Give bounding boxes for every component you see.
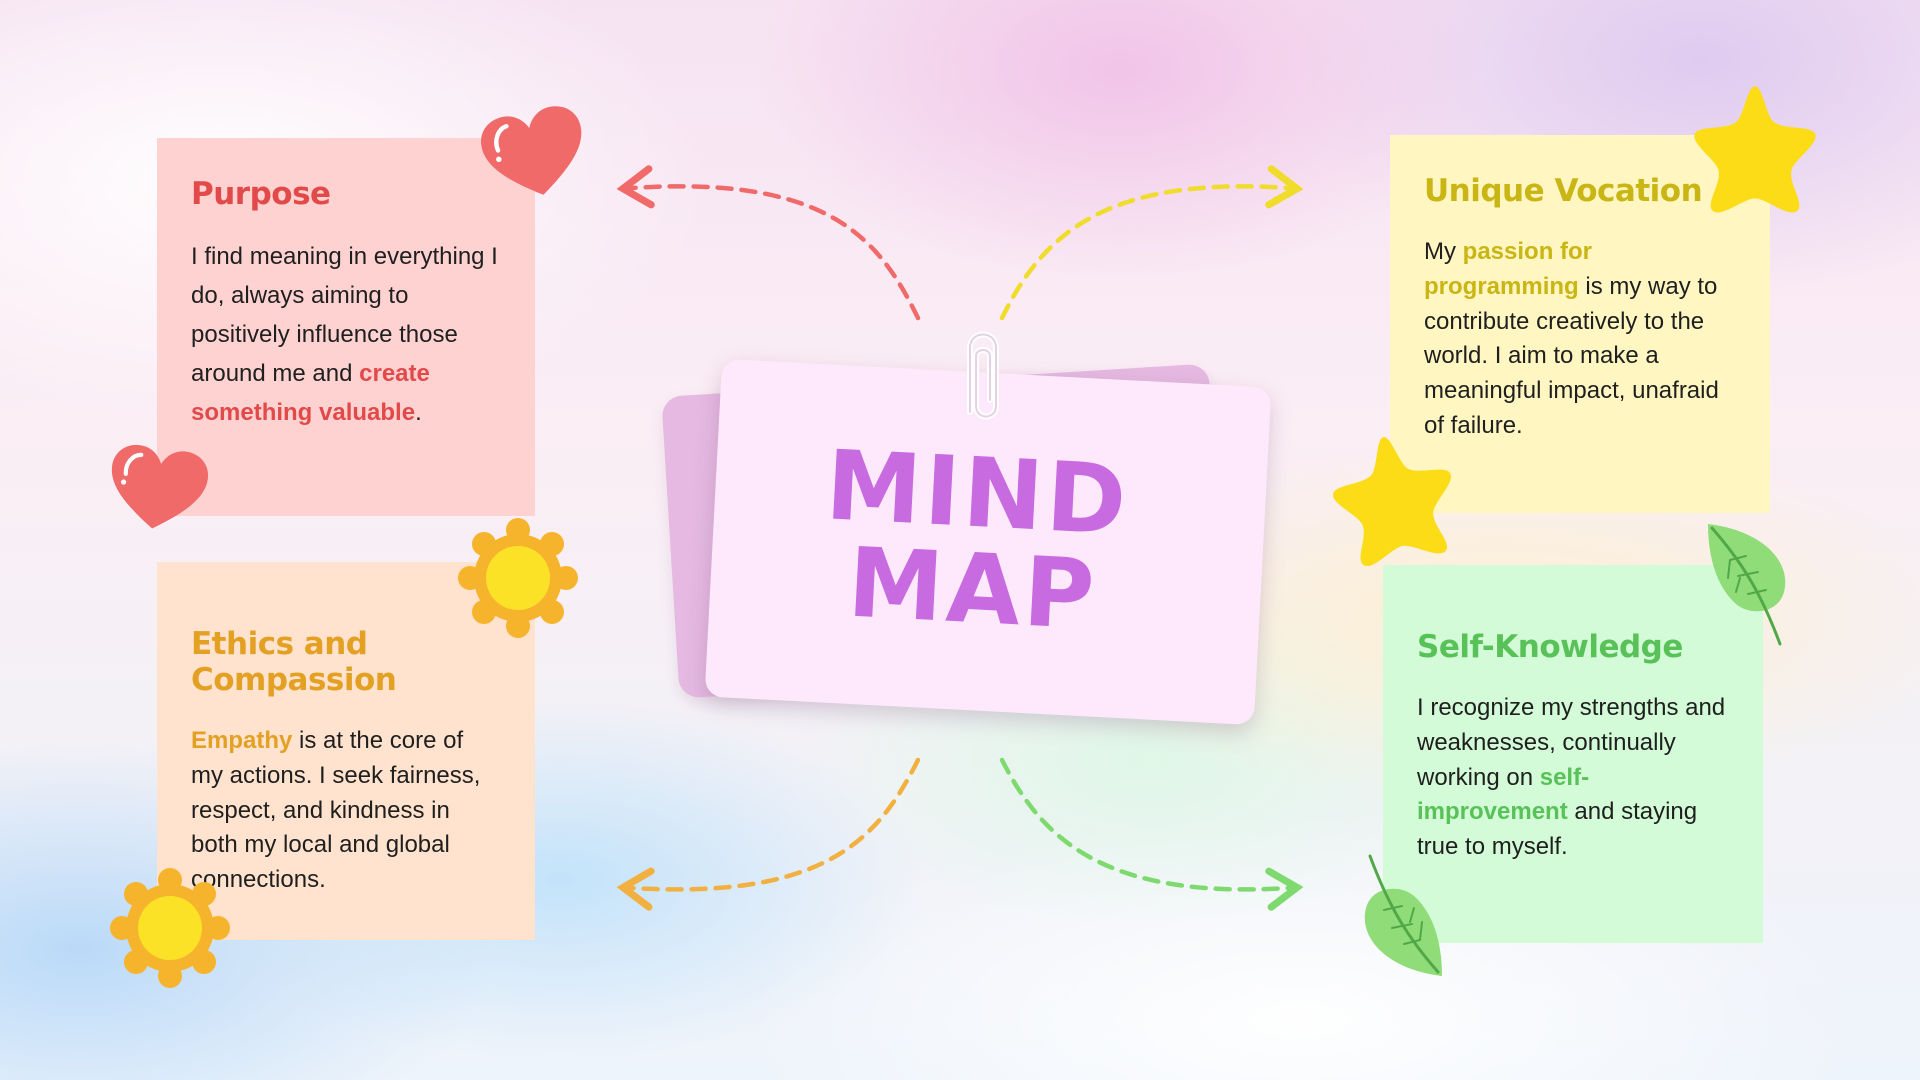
arrow-to-vocation — [999, 165, 1304, 321]
card-text-self: I recognize my strengths and weaknesses,… — [1417, 691, 1729, 865]
card-self-knowledge: Self-Knowledge I recognize my strengths … — [1383, 565, 1763, 943]
card-highlight-self: self-improvement — [1417, 763, 1590, 826]
card-text-vocation-before: My — [1424, 238, 1463, 265]
card-ethics: Ethics and Compassion Empathy is at the … — [157, 562, 535, 940]
center-title-line2: MAP — [845, 526, 1100, 652]
paperclip-icon — [967, 331, 999, 420]
card-purpose: Purpose I find meaning in everything I d… — [157, 138, 535, 516]
card-text-vocation: My passion for programming is my way to … — [1424, 235, 1736, 444]
arrow-to-ethics — [616, 757, 921, 911]
card-title-self: Self-Knowledge — [1417, 629, 1683, 665]
arrow-to-self — [999, 757, 1304, 911]
heart-icon — [111, 444, 209, 529]
card-text-purpose-after: . — [415, 398, 422, 426]
card-text-vocation-after: is my way to contribute creatively to th… — [1424, 272, 1719, 439]
card-text-self-after: and staying true to myself. — [1417, 798, 1698, 861]
card-title-vocation: Unique Vocation — [1424, 173, 1703, 209]
card-highlight-purpose: create something valuable — [191, 359, 430, 426]
star-icon — [1333, 437, 1452, 566]
card-text-ethics-after: is at the core of my actions. I seek fai… — [191, 727, 481, 894]
sun-icon — [110, 868, 230, 988]
card-text-purpose-before: I find meaning in everything I do, alway… — [191, 243, 498, 387]
star-icon — [1694, 86, 1816, 213]
leaf-icon — [1708, 524, 1786, 646]
card-text-ethics: Empathy is at the core of my actions. I … — [191, 724, 501, 898]
card-vocation: Unique Vocation My passion for programmi… — [1390, 135, 1770, 513]
card-title-ethics: Ethics and Compassion — [191, 626, 397, 698]
card-title-purpose: Purpose — [191, 176, 331, 212]
card-text-purpose: I find meaning in everything I do, alway… — [191, 238, 501, 432]
arrow-to-purpose — [616, 165, 921, 321]
card-highlight-vocation: passion for programming — [1424, 238, 1593, 300]
center-node: MIND MAP — [650, 331, 1290, 760]
leaf-icon — [1364, 854, 1442, 976]
sun-icon — [458, 518, 578, 638]
center-title: MIND MAP — [795, 429, 1155, 652]
heart-icon — [481, 106, 582, 195]
card-text-self-before: I recognize my strengths and weaknesses,… — [1417, 694, 1726, 791]
card-highlight-ethics: Empathy — [191, 727, 293, 754]
